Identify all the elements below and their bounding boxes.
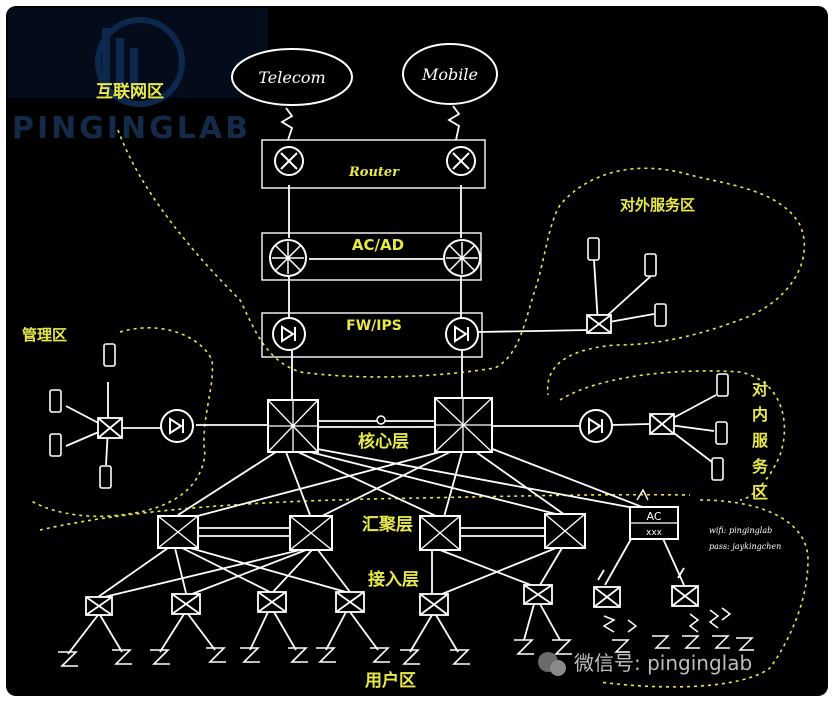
aggregation-switch-icons xyxy=(157,513,586,551)
wireless-controller: AC xxx xyxy=(629,488,679,540)
wireless-client-icon xyxy=(736,637,754,651)
wifi-wave-icon xyxy=(688,613,700,633)
user-host-icon xyxy=(150,649,170,665)
server-icon xyxy=(587,237,600,261)
server-icon xyxy=(716,373,729,397)
svg-text:内: 内 xyxy=(752,405,768,424)
wireless-client-icons xyxy=(602,607,754,653)
user-host-icon xyxy=(112,649,132,665)
zone-switch-icons xyxy=(97,314,675,439)
firewall-icon xyxy=(272,317,306,351)
internal-service-zone-label: 对 内 服 务 区 xyxy=(752,380,769,502)
telecom-cloud: Telecom xyxy=(231,48,353,106)
user-host-icon xyxy=(240,647,260,663)
mobile-cloud: Mobile xyxy=(402,43,498,105)
wifi-wave-icon xyxy=(721,607,732,621)
user-host-icons xyxy=(58,639,572,667)
router-icons xyxy=(274,146,476,176)
fwips-layer-label: FW/IPS xyxy=(346,318,402,334)
user-host-icon xyxy=(316,647,336,663)
diagram-background xyxy=(6,6,828,696)
pinginglab-logo: PINGINGLAB xyxy=(8,8,268,146)
user-host-icon xyxy=(552,639,572,655)
layer-frames xyxy=(261,139,486,358)
wireless-client-icon xyxy=(712,635,730,649)
wifi-ssid-text: wifi: pinginglab xyxy=(709,526,772,535)
internet-zone-label: 互联网区 xyxy=(96,82,164,102)
wireless-zone-boundary xyxy=(599,499,809,688)
ac-sub-label: xxx xyxy=(646,528,663,538)
server-icon xyxy=(711,457,724,481)
wifi-wave-icon xyxy=(627,619,638,633)
server-icon xyxy=(103,343,116,367)
core-switch-icons xyxy=(267,397,493,453)
svg-text:区: 区 xyxy=(752,483,768,502)
fwips-frame xyxy=(261,312,483,358)
ac-antenna-icon xyxy=(636,488,649,501)
server-icon xyxy=(49,433,62,457)
user-host-icon xyxy=(288,647,308,663)
acad-layer-label: AC/AD xyxy=(352,236,404,254)
server-icons xyxy=(49,237,729,489)
user-zone-label: 用户区 xyxy=(365,670,416,691)
external-service-zone-label: 对外服务区 xyxy=(620,196,695,214)
user-host-icon xyxy=(450,649,470,665)
wechat-watermark: 微信号: pinginglab xyxy=(538,651,752,676)
user-host-icon xyxy=(58,651,78,667)
svg-text:服: 服 xyxy=(752,431,769,450)
access-layer-label: 接入层 xyxy=(368,569,419,590)
user-host-icon xyxy=(206,647,226,663)
internal-firewall-icon xyxy=(579,409,613,443)
wifi-wave-icon xyxy=(602,615,616,633)
aggregation-layer-label: 汇聚层 xyxy=(362,515,413,535)
watermark-text: PINGINGLAB xyxy=(12,111,251,146)
router-frame xyxy=(261,139,486,189)
firewall-icons xyxy=(160,317,613,443)
acad-icons xyxy=(269,239,481,277)
acad-frame xyxy=(261,232,482,281)
wifi-pass-text: pass: jaykingchen xyxy=(709,542,781,551)
wireless-client-icon xyxy=(652,635,670,649)
firewall-icon xyxy=(445,317,479,351)
svg-text:Mobile: Mobile xyxy=(421,65,478,84)
server-icon xyxy=(644,253,657,277)
mgmt-firewall-icon xyxy=(160,409,194,443)
wireless-client-icon xyxy=(612,639,630,653)
management-zone-label: 管理区 xyxy=(22,326,67,344)
svg-text:务: 务 xyxy=(752,457,769,476)
wireless-client-icon xyxy=(682,635,700,649)
user-host-icon xyxy=(400,649,420,665)
server-icon xyxy=(99,465,112,489)
router-layer-label: Router xyxy=(348,165,400,180)
svg-text:Telecom: Telecom xyxy=(258,68,325,87)
user-zone-boundary xyxy=(39,493,691,531)
server-icon xyxy=(654,303,667,327)
core-layer-label: 核心层 xyxy=(358,431,409,452)
ac-label: AC xyxy=(646,510,661,523)
server-icon xyxy=(49,389,62,413)
user-host-icon xyxy=(370,647,390,663)
server-icon xyxy=(715,421,728,445)
wifi-wave-icon xyxy=(708,609,720,629)
svg-text:对: 对 xyxy=(752,380,768,399)
wechat-id-text: 微信号: pinginglab xyxy=(574,651,752,675)
user-host-icon xyxy=(514,639,534,655)
access-switch-icons xyxy=(85,567,699,616)
